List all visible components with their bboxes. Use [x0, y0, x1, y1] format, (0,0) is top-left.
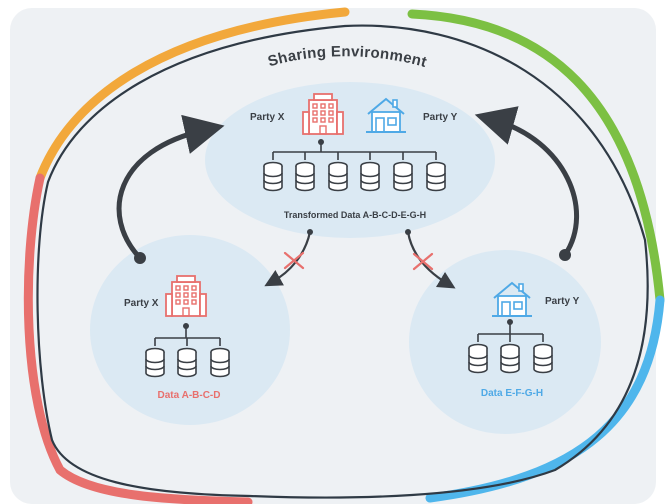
left-blocked-arrow: [264, 229, 313, 287]
right-upload-arrow: [474, 106, 580, 261]
shared-db-tree: [272, 142, 437, 160]
shared-party-y-label: Party Y: [423, 112, 458, 123]
database-icon: [263, 161, 283, 192]
database-icon: [360, 161, 380, 192]
right-party-y-label: Party Y: [545, 296, 580, 307]
database-icon: [145, 347, 165, 378]
database-icon: [210, 347, 230, 378]
database-icon: [295, 161, 315, 192]
database-icon: [426, 161, 446, 192]
office-building-icon: [302, 93, 344, 135]
shared-data-caption: Transformed Data A-B-C-D-E-G-H: [284, 210, 426, 220]
left-party-x-label: Party X: [124, 298, 159, 309]
right-tree-node: [507, 319, 513, 325]
database-icon: [500, 343, 520, 374]
right-data-label: Data E-F-G-H: [481, 388, 543, 399]
database-icon: [393, 161, 413, 192]
left-node: Party X Data A-B-C-D: [124, 275, 230, 401]
shared-tree-node: [318, 139, 324, 145]
left-upload-arrow: [116, 114, 225, 264]
left-data-label: Data A-B-C-D: [158, 390, 221, 401]
right-blocked-arrow: [405, 229, 456, 289]
left-tree-node: [183, 323, 189, 329]
shared-node-bubble: [205, 82, 495, 238]
cross-mark-icon: [283, 251, 305, 270]
environment-outline: [36, 24, 649, 499]
shared-node: Party X Party Y Transformed Data A-B-C-D…: [250, 93, 458, 220]
shared-party-x-label: Party X: [250, 112, 285, 123]
database-icon: [533, 343, 553, 374]
right-db-tree: [477, 322, 544, 342]
right-node-bubble: [409, 250, 601, 434]
ring-segment-orange: [35, 7, 350, 183]
database-icon: [468, 343, 488, 374]
cross-mark-icon: [412, 252, 434, 271]
ring-segment-green: [407, 9, 665, 305]
database-icon: [328, 161, 348, 192]
ring-segment-red: [23, 173, 253, 504]
right-node: Party Y Data E-F-G-H: [468, 282, 580, 399]
database-icon: [177, 347, 197, 378]
left-node-bubble: [90, 235, 290, 425]
office-building-icon: [165, 275, 207, 317]
